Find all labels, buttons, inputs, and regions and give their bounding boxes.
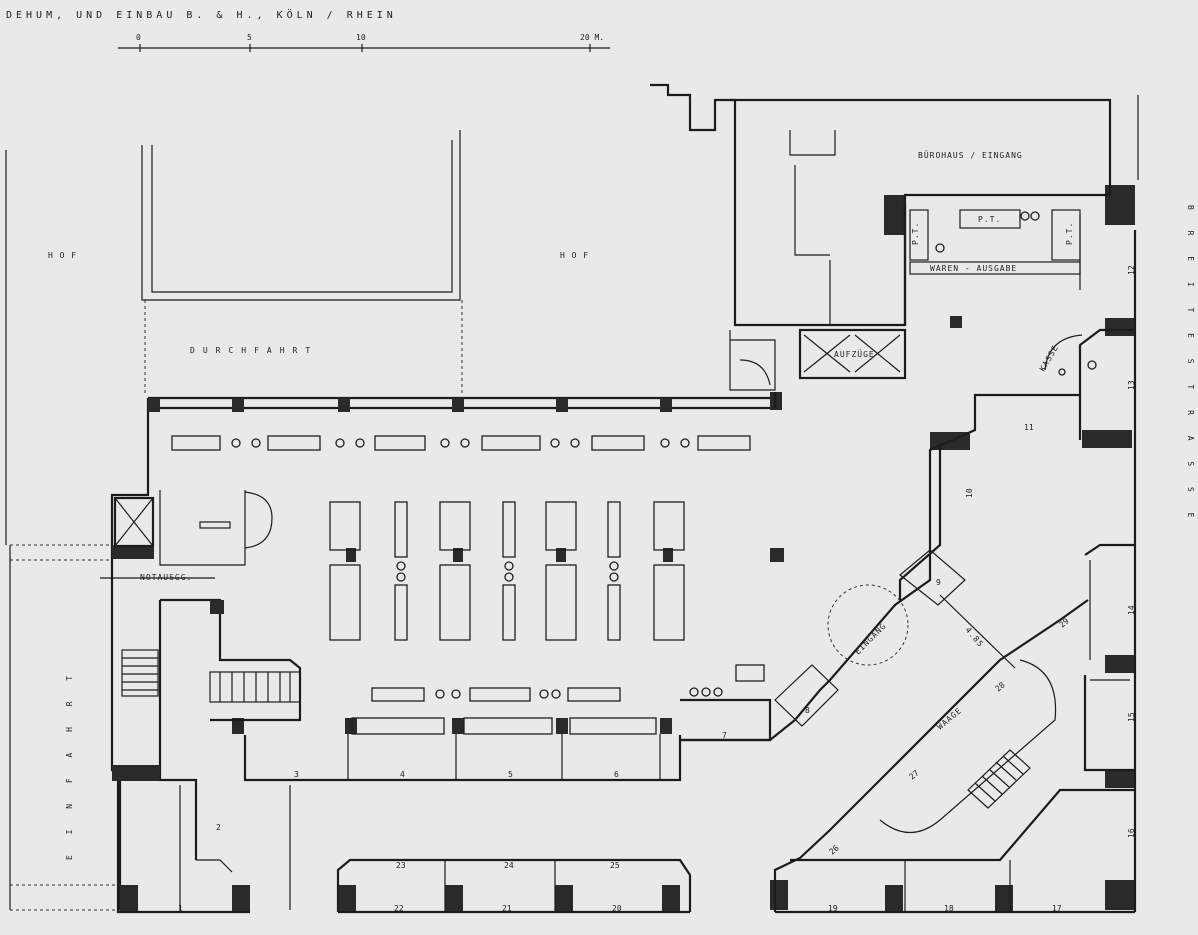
office-block bbox=[650, 83, 1139, 391]
scale-tick-0: 0 bbox=[136, 33, 141, 42]
breite-strasse-label: B R E I T E S T R A S S E bbox=[1186, 205, 1195, 525]
counter-4: 4 bbox=[400, 770, 405, 779]
counter-18: 18 bbox=[944, 904, 954, 913]
left-service-area bbox=[9, 490, 302, 911]
counter-25: 25 bbox=[610, 861, 620, 870]
pt-left-label: P.T. bbox=[911, 222, 920, 245]
counter-2: 2 bbox=[216, 823, 221, 832]
durchfahrt-label: DURCHFAHRT bbox=[190, 346, 318, 355]
counter-15: 15 bbox=[1127, 712, 1136, 722]
island-counters bbox=[329, 501, 765, 702]
counter-6: 6 bbox=[614, 770, 619, 779]
counter-19: 19 bbox=[828, 904, 838, 913]
notausgang-label: NOTAUSGG. bbox=[140, 573, 192, 582]
aufzuege-label: AUFZÜGE bbox=[834, 349, 875, 359]
stair-small bbox=[121, 649, 159, 697]
counter-20: 20 bbox=[612, 904, 622, 913]
counter-22: 22 bbox=[394, 904, 404, 913]
scale-tick-20: 20 M. bbox=[580, 33, 604, 42]
pt-top-label: P.T. bbox=[978, 215, 1001, 224]
einfahrt-label: E I N F A H R T bbox=[65, 668, 74, 860]
counter-29: 29 bbox=[1058, 616, 1071, 629]
hof-left-label: H O F bbox=[48, 251, 77, 260]
stair-right bbox=[967, 749, 1031, 809]
stair-left bbox=[209, 671, 301, 703]
counter-27: 27 bbox=[908, 768, 921, 781]
counter-8: 8 bbox=[805, 706, 810, 715]
counter-23: 23 bbox=[396, 861, 406, 870]
buerohaus-eingang-label: BÜROHAUS / EINGANG bbox=[918, 150, 1023, 160]
plan-title: DEHUM, UND EINBAU B. & H., KÖLN / RHEIN bbox=[6, 8, 397, 21]
eingang-label: EINGANG bbox=[853, 621, 888, 656]
counter-14: 14 bbox=[1127, 605, 1136, 615]
waren-ausgabe-label: WAREN - AUSGABE bbox=[930, 264, 1017, 273]
counter-10: 10 bbox=[965, 488, 974, 498]
scale-bar: 0 5 10 20 M. bbox=[118, 33, 610, 52]
counter-26: 26 bbox=[828, 843, 841, 856]
counter-21: 21 bbox=[502, 904, 512, 913]
counter-9: 9 bbox=[936, 578, 941, 587]
scale-tick-5: 5 bbox=[247, 33, 252, 42]
scale-tick-10: 10 bbox=[356, 33, 366, 42]
kasse-label: KASSE bbox=[1038, 343, 1060, 373]
counter-24: 24 bbox=[504, 861, 514, 870]
hof-right-label: H O F bbox=[560, 251, 589, 260]
wall-piers bbox=[112, 185, 1135, 911]
dimension-label: 4.85 bbox=[963, 626, 985, 650]
bottom-left-bays bbox=[179, 785, 692, 912]
counter-28: 28 bbox=[994, 680, 1007, 693]
counter-17: 17 bbox=[1052, 904, 1062, 913]
bottom-wall-counters bbox=[347, 717, 661, 780]
counter-7: 7 bbox=[722, 731, 727, 740]
top-wall-counters bbox=[171, 435, 751, 451]
store-outer-walls bbox=[110, 396, 1135, 914]
counter-1: 1 bbox=[178, 904, 183, 913]
counter-16: 16 bbox=[1127, 828, 1136, 838]
counter-11: 11 bbox=[1024, 423, 1034, 432]
pt-right-label: P.T. bbox=[1065, 222, 1074, 245]
right-wing bbox=[680, 230, 1137, 912]
counter-3: 3 bbox=[294, 770, 299, 779]
counter-numbers: 1 2 3 4 5 6 7 8 9 10 11 12 13 14 15 16 1… bbox=[178, 265, 1136, 913]
counter-13: 13 bbox=[1127, 380, 1136, 390]
counter-12: 12 bbox=[1127, 265, 1136, 275]
courtyard-walls bbox=[5, 130, 463, 545]
counter-5: 5 bbox=[508, 770, 513, 779]
